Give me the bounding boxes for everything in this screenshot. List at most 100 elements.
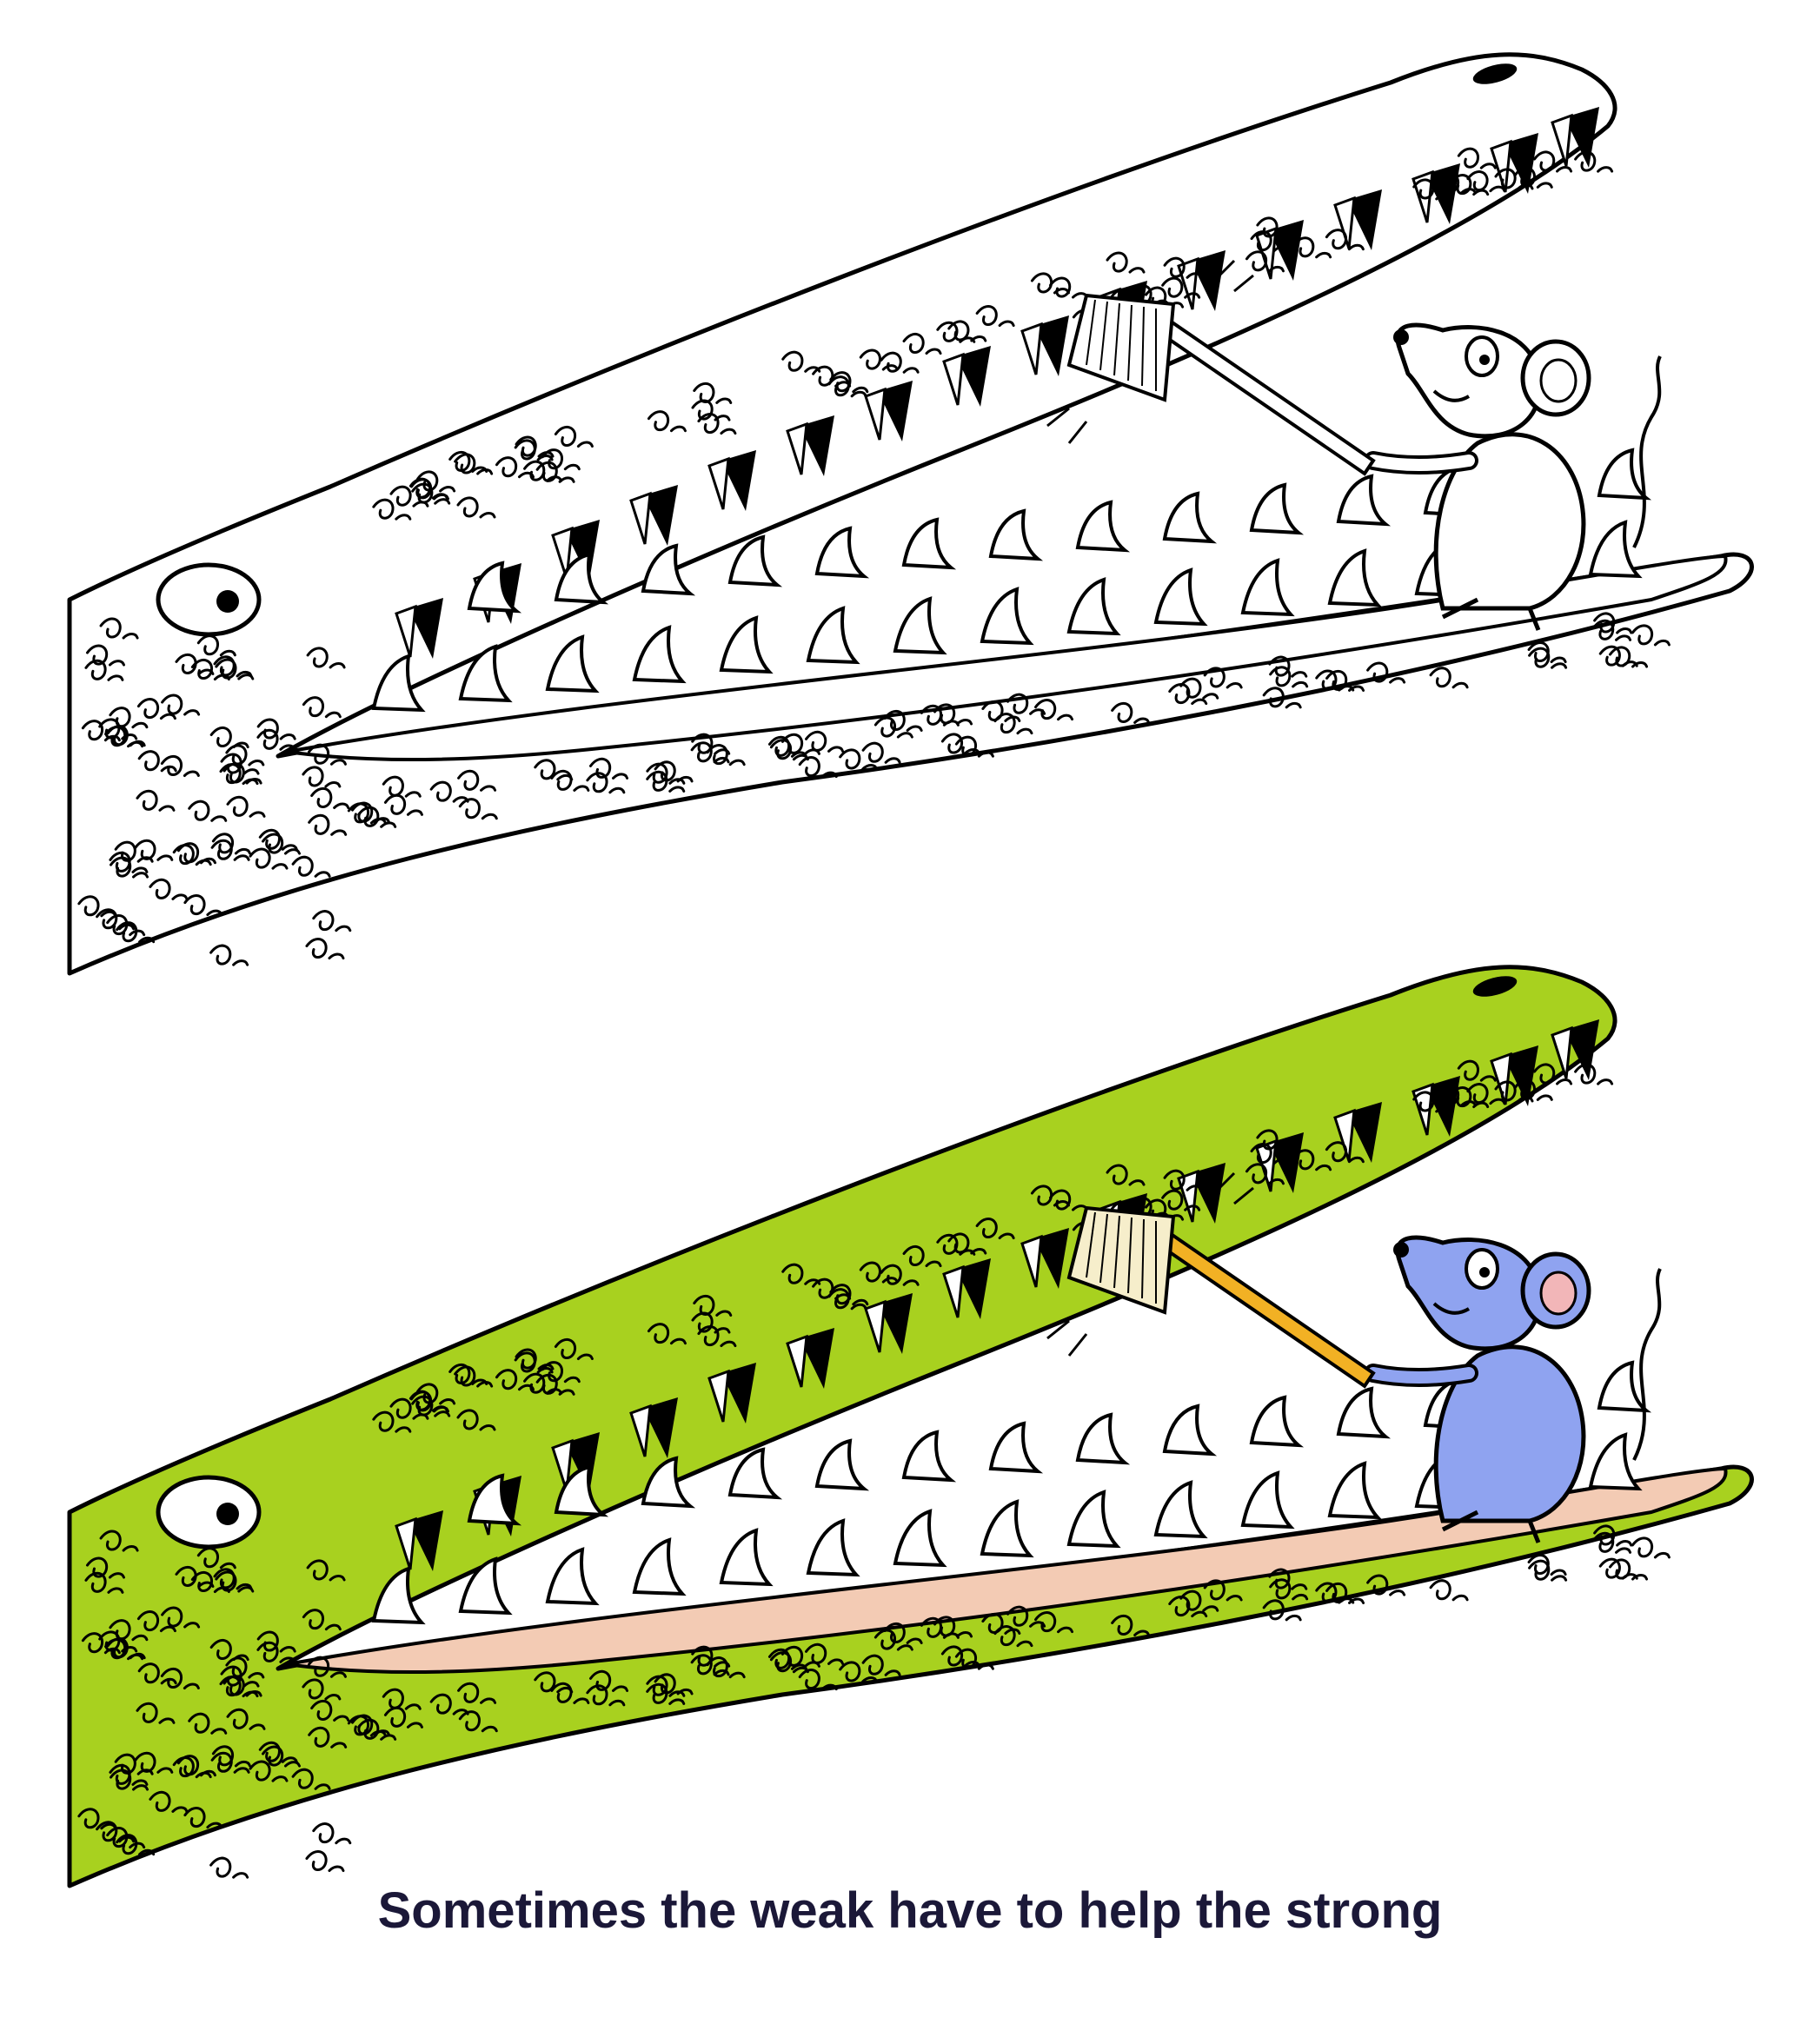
scale-mark [160,1667,200,1690]
scale-mark [495,1369,535,1391]
mouth-interior [286,1466,1728,1675]
upper-tooth-gap [643,485,678,546]
lower-tooth [458,644,513,703]
scale-mark [880,1264,920,1286]
upper-tooth-gap [409,598,443,659]
lower-tooth [893,596,947,655]
scale-mark [839,748,879,771]
scale-mark [223,762,262,785]
upper-tooth-gap [721,1363,756,1424]
scale-mark [1006,693,1046,715]
lower-tooth [1153,1480,1208,1539]
scale-mark [1325,669,1365,692]
scale-mark [920,1616,960,1639]
scale-mark [798,1669,838,1691]
mouse-arm [1367,455,1475,471]
scale-mark [1161,276,1201,299]
mouse-feet [1441,1510,1541,1543]
upper-tooth [551,1438,574,1492]
lower-tooth [1597,1360,1652,1413]
scale-mark [550,1682,590,1704]
mouse-smile [1432,1302,1471,1315]
scale-mark [382,1688,422,1710]
bristle-line [1127,1217,1133,1294]
upper-tooth-gap [1034,1228,1069,1289]
scale-mark [706,1656,746,1679]
upper-tooth-gap [1269,220,1304,281]
scale-mark [515,1348,555,1370]
scale-mark [515,435,555,458]
scale-mark [883,1622,923,1644]
scale-mark [1111,1614,1151,1636]
scale-mark [1250,230,1290,253]
scale-mark [1574,150,1614,173]
scale-mark [541,1361,581,1384]
scale-mark [827,1288,867,1311]
scale-mark [829,1284,869,1306]
lower-tooth [1240,558,1295,617]
scale-mark [646,762,686,785]
scale-mark [691,1311,731,1334]
scale-mark [175,1565,215,1588]
scale-mark [211,1745,251,1768]
scale-mark [1256,1129,1296,1151]
upper-tooth-gap [1269,1132,1304,1193]
scale-mark [1631,624,1671,647]
scale-mark [993,1625,1033,1648]
lower-tooth [1066,577,1121,636]
lower-tooth [641,1456,696,1509]
upper-tooth-gap [1425,163,1460,224]
scale-mark [541,448,581,471]
lower-tooth [554,552,609,605]
lower-tooth [1240,1470,1295,1530]
scale-mark [1466,170,1506,193]
scale-mark [223,1675,262,1697]
scale-mark [225,744,265,766]
toothbrush-bristles [1066,293,1176,402]
crocodile-nostril [1472,976,1518,997]
outline-illustration [0,0,1820,999]
scale-mark [954,735,994,758]
scale-mark [550,769,590,792]
upper-tooth [864,1299,887,1353]
caption: Sometimes the weak have to help the stro… [377,1882,1443,1939]
upper-tooth-gap [1504,133,1538,194]
scale-mark [225,1656,265,1679]
scale-mark [136,1610,176,1633]
scale-mark [780,1645,820,1668]
mouse-nose [1393,1242,1409,1258]
scale-mark [291,1768,331,1790]
scale-mark [495,456,535,479]
scale-mark [1457,147,1497,169]
scale-mark [1466,1083,1506,1105]
scale-mark [1325,1141,1365,1164]
upper-tooth-gap [1425,1076,1460,1137]
scale-mark [1292,236,1332,259]
scale-mark [1598,645,1638,667]
scale-mark [1262,1599,1302,1622]
toothbrush-icon [1046,1171,1376,1389]
crocodile-nostril [1472,63,1518,84]
lower-tooth [458,1556,513,1616]
scale-mark [149,878,189,900]
scale-mark [1412,178,1452,201]
scale-mark [209,944,249,966]
lower-tooth [371,1566,426,1625]
upper-tooth [864,387,887,441]
crocodile-eye [156,1475,262,1550]
scale-mark [1325,1582,1365,1604]
mouse-body [1433,1344,1586,1523]
upper-tooth-gap [800,1328,834,1389]
scale-mark [954,1648,994,1670]
scale-mark [85,644,125,667]
upper-tooth [629,491,652,545]
scale-mark [781,1263,821,1285]
mouse-arm [1367,1367,1475,1384]
scale-mark [829,371,869,394]
scale-mark [1429,667,1469,689]
lower-tooth [545,1547,600,1606]
lower-tooth [1162,1404,1218,1457]
scale-mark [1494,1080,1534,1103]
upper-tooth [786,421,808,475]
scale-mark [209,1856,249,1879]
